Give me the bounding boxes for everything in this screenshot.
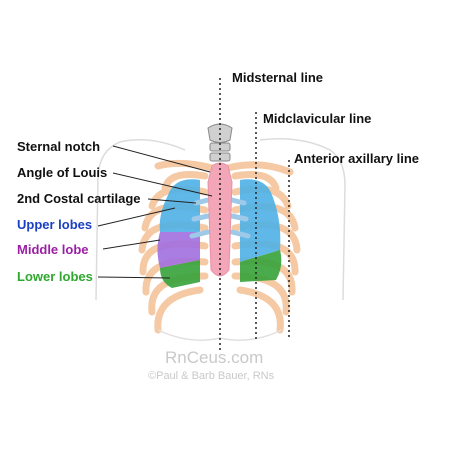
second-costal-cartilage-label: 2nd Costal cartilage: [17, 191, 141, 206]
right-middle-lobe: [157, 232, 200, 268]
angle-of-louis-label: Angle of Louis: [17, 165, 108, 180]
reference-lines: [219, 78, 290, 350]
left-upper-lobe: [240, 179, 281, 262]
clavicles: [154, 159, 294, 176]
leader-lines: [97, 145, 213, 279]
middle-lobe-label: Middle lobe: [17, 242, 89, 257]
midclavicular-line-label: Midclavicular line: [263, 111, 372, 126]
anterior-axillary-line-label: Anterior axillary line: [294, 151, 419, 166]
right-lung: [157, 179, 200, 288]
left-lower-lobe: [240, 250, 282, 282]
body-outline: [95, 138, 346, 301]
right-lower-lobe: [160, 260, 200, 288]
watermark-site: RnCeus.com: [165, 348, 264, 367]
watermark-credit: ©Paul & Barb Bauer, RNs: [148, 370, 275, 382]
midsternal-line-label: Midsternal line: [232, 70, 324, 85]
upper-lobes-label: Upper lobes: [17, 217, 93, 232]
right-upper-lobe: [159, 179, 200, 232]
lower-lobes-label: Lower lobes: [17, 269, 93, 284]
left-lung: [240, 179, 282, 282]
sternal-notch-label: Sternal notch: [17, 139, 101, 154]
costal-cartilage: [189, 197, 251, 239]
